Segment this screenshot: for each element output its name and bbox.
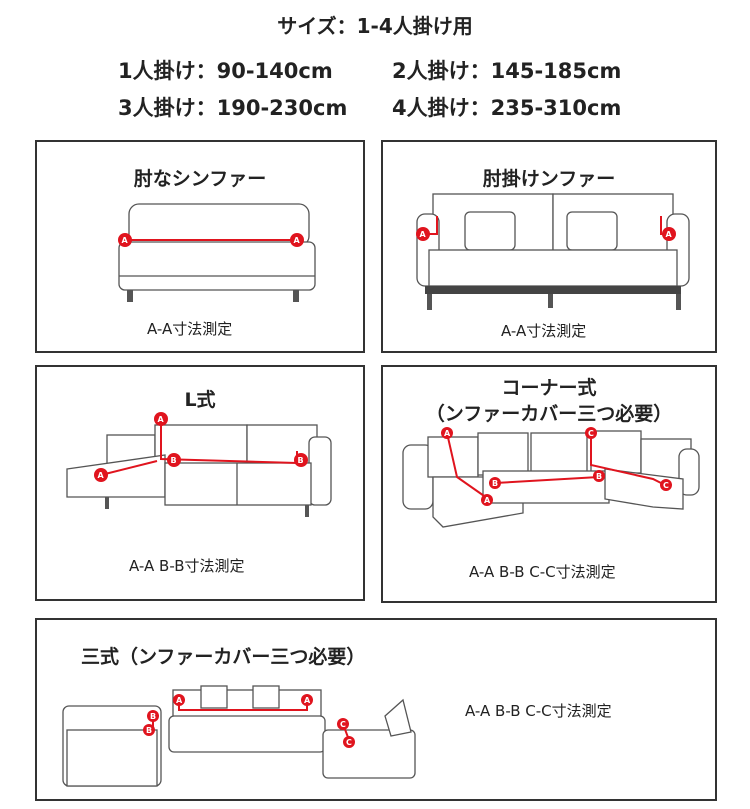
panel-caption: A-A B-B C-C寸法測定 <box>465 702 612 720</box>
svg-text:A: A <box>420 230 427 239</box>
panel-title: 肘掛けンファー <box>482 168 616 190</box>
size-4: 4人掛け：235-310cm <box>392 96 622 120</box>
svg-text:A: A <box>176 696 183 705</box>
size-3: 3人掛け：190-230cm <box>118 96 348 120</box>
size-2: 2人掛け：145-185cm <box>392 59 622 83</box>
panel-caption: A-A寸法測定 <box>501 322 587 340</box>
panel-title: コーナー式 <box>501 377 597 399</box>
svg-text:C: C <box>346 738 352 747</box>
svg-text:A: A <box>444 429 451 438</box>
svg-text:A: A <box>666 230 673 239</box>
svg-text:C: C <box>663 481 669 490</box>
svg-text:B: B <box>146 726 152 735</box>
svg-text:C: C <box>588 429 594 438</box>
panel-caption: A-A B-B寸法測定 <box>129 557 245 575</box>
svg-text:B: B <box>150 712 156 721</box>
panel-title: 三式（ンファーカバー三つ必要） <box>81 646 366 668</box>
svg-text:C: C <box>340 720 346 729</box>
svg-text:A: A <box>122 236 129 245</box>
panel-three-piece: 三式（ンファーカバー三つ必要） B B A A C C A-A B-B C-C寸… <box>35 618 717 801</box>
svg-text:B: B <box>492 479 498 488</box>
panel-corner: コーナー式 （ンファーカバー三つ必要） A A B B C C A-A B-B … <box>381 365 717 603</box>
svg-text:B: B <box>596 472 602 481</box>
panel-caption: A-A寸法測定 <box>147 320 233 338</box>
corner-sofa-illustration: A A B B C C <box>402 427 700 528</box>
three-piece-illustration: B B A A C C <box>62 685 416 787</box>
panel-title: L式 <box>184 389 216 411</box>
size-title: サイズ：1-4人掛け用 <box>277 14 473 38</box>
svg-text:B: B <box>171 456 177 465</box>
panel-arm-sofa: 肘掛けンファー A A A-A寸法測定 <box>381 140 717 353</box>
svg-text:A: A <box>158 415 165 424</box>
svg-text:A: A <box>294 236 301 245</box>
svg-text:A: A <box>304 696 311 705</box>
panel-armless-sofa: 肘なシンファー A A A-A寸法測定 <box>35 140 365 353</box>
svg-text:A: A <box>484 496 491 505</box>
size-1: 1人掛け：90-140cm <box>118 59 333 83</box>
svg-text:B: B <box>298 456 304 465</box>
panel-title: 肘なシンファー <box>133 168 267 190</box>
arm-sofa-illustration: A A <box>416 193 690 310</box>
armless-sofa-illustration: A A <box>118 203 316 302</box>
svg-text:A: A <box>98 471 105 480</box>
panel-l-shaped: L式 A A B B A-A B-B寸法測定 <box>35 365 365 601</box>
l-sofa-illustration: A A B B <box>66 412 332 517</box>
panel-subtitle: （ンファーカバー三つ必要） <box>425 403 673 425</box>
panel-caption: A-A B-B C-C寸法測定 <box>469 563 616 581</box>
